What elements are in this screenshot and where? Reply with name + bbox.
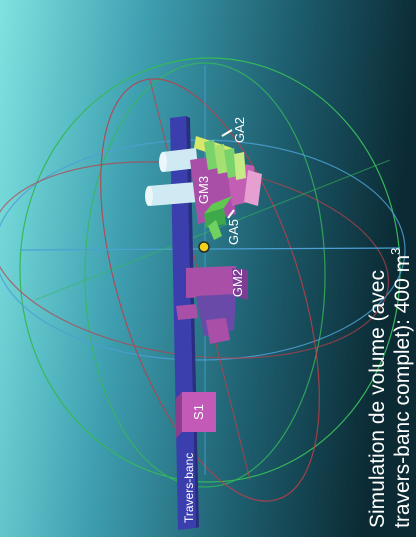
gm2-block-lower	[206, 318, 230, 344]
center-point-marker	[198, 241, 210, 253]
caption-line-1: Simulation de volume (avec	[366, 270, 389, 528]
label-travers-banc: Travers-banc	[182, 453, 196, 523]
sphere-outline-green	[19, 57, 401, 483]
label-ga5: GA5	[226, 219, 241, 245]
pipe-lower-end	[145, 186, 153, 206]
s1-side	[176, 392, 182, 438]
gm2-complex	[176, 266, 248, 344]
gm3-complex	[145, 136, 262, 253]
sphere-meridian-red	[100, 78, 320, 502]
gm2-chamber-top	[186, 266, 236, 298]
axis-horizontal-blue	[19, 247, 401, 251]
pink-block	[244, 170, 262, 206]
gm2-arm-left	[176, 304, 198, 320]
ga5-leader	[227, 209, 235, 219]
label-s1: S1	[191, 404, 206, 420]
sphere-meridian-green	[84, 62, 326, 488]
gm2-chamber-side	[232, 268, 248, 300]
label-gm3: GM3	[196, 176, 211, 204]
s1-front	[182, 392, 216, 432]
caption-line-2: travers-banc complet): 400 m3	[388, 248, 414, 528]
label-gm2: GM2	[230, 269, 245, 297]
pipe-lower	[148, 182, 198, 206]
caption-line-2-text: travers-banc complet): 400 m	[391, 255, 414, 528]
label-ga2: GA2	[232, 117, 247, 143]
ga5-ramp	[204, 196, 232, 240]
labels-layer: GA2 GM3 GA5 GM2 S1 Travers-banc Simulati…	[182, 117, 414, 528]
ga2-leader	[221, 129, 233, 137]
pipe-upper-end	[159, 152, 167, 172]
pipe-upper	[162, 148, 198, 172]
ga2-ramp	[194, 136, 246, 180]
caption-superscript: 3	[388, 248, 403, 255]
s1-chamber	[176, 392, 216, 438]
